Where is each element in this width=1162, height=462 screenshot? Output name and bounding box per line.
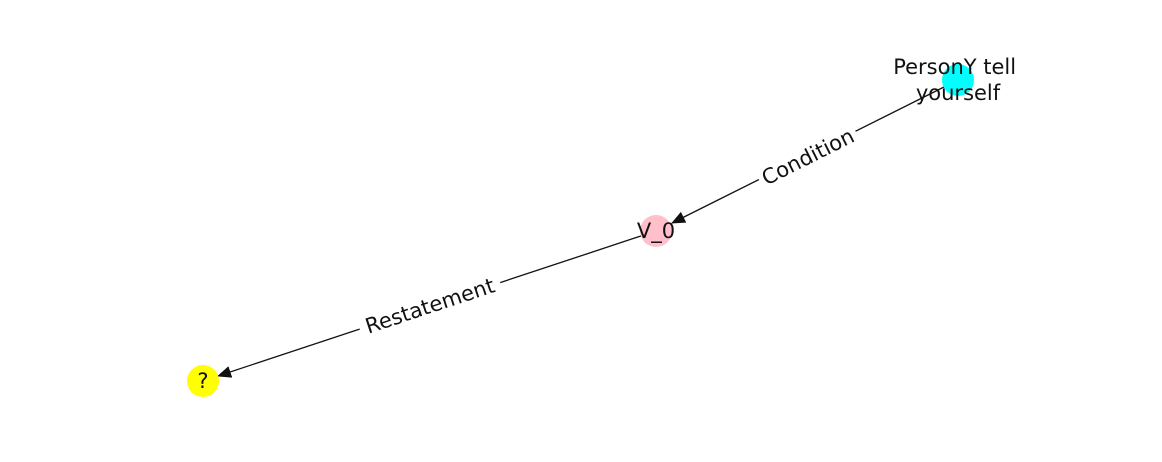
- node-persony-label: PersonY tell yourself: [893, 55, 1023, 105]
- edge-restatement-label-bg: [355, 268, 505, 344]
- edge-condition-label: Condition: [758, 124, 858, 190]
- node-unknown: ?: [187, 365, 219, 397]
- edge-restatement: Restatement: [217, 230, 657, 378]
- node-v0-circle: [640, 215, 672, 247]
- node-unknown-circle: [187, 365, 219, 397]
- node-v0-label: V_0: [637, 219, 675, 244]
- node-persony-circle: [942, 64, 974, 96]
- node-v0: V_0: [637, 215, 675, 247]
- edge-condition-label-bg: [752, 119, 864, 195]
- node-persony: PersonY tell yourself: [893, 55, 1023, 105]
- node-unknown-label: ?: [197, 369, 208, 393]
